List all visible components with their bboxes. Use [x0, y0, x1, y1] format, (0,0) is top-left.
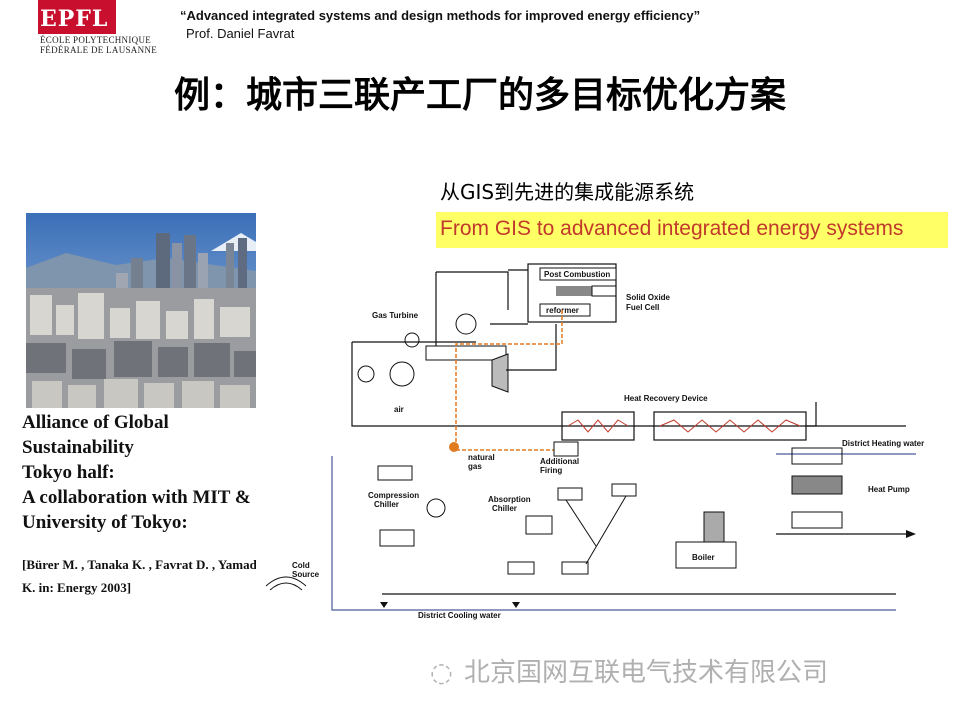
- caption-line: Tokyo half:: [22, 462, 115, 483]
- logo-school-line1: ÉCOLE POLYTECHNIQUE: [40, 35, 152, 45]
- citation-line: [Bürer M. , Tanaka K. , Favrat D. , Yama…: [22, 557, 264, 572]
- gas-turbine-label: Gas Turbine: [372, 311, 419, 320]
- citation-line: K. in: Energy 2003]: [22, 580, 132, 595]
- absorption-chiller-label-1: Absorption: [488, 495, 531, 504]
- energy-system-diagram: Post Combustion reformer Solid Oxide Fue…: [256, 250, 948, 622]
- compression-chiller-label-2: Chiller: [374, 500, 399, 509]
- compression-chiller-label-1: Compression: [368, 491, 419, 500]
- heat-pump-label: Heat Pump: [868, 485, 910, 494]
- subtitle-chinese: 从GIS到先进的集成能源系统: [440, 180, 695, 204]
- sofc-label-2: Fuel Cell: [626, 303, 659, 312]
- additional-firing-label-1: Additional: [540, 457, 579, 466]
- additional-firing-label-2: Firing: [540, 466, 562, 475]
- natural-gas-label-2: gas: [468, 462, 482, 471]
- heat-recovery-label: Heat Recovery Device: [624, 394, 708, 403]
- caption-line: Sustainability: [22, 437, 134, 458]
- district-heating-label: District Heating water: [842, 439, 924, 448]
- caption-line: Alliance of Global: [22, 412, 169, 433]
- natural-gas-label-1: natural: [468, 453, 495, 462]
- post-combustion-label: Post Combustion: [544, 270, 610, 279]
- cold-source-label-2: Source: [292, 570, 320, 579]
- talk-title: “Advanced integrated systems and design …: [180, 8, 701, 23]
- subtitle-english: From GIS to advanced integrated energy s…: [436, 212, 948, 248]
- wechat-icon: ◌: [430, 658, 453, 688]
- caption-line: University of Tokyo:: [22, 512, 188, 533]
- epfl-logo-text: EPFL: [40, 6, 109, 32]
- tokyo-skyline-photo: [26, 213, 256, 408]
- caption-line: A collaboration with MIT &: [22, 487, 251, 508]
- watermark-text: ◌ 北京国网互联电气技术有限公司: [430, 652, 828, 689]
- collaboration-caption: Alliance of Global Sustainability Tokyo …: [22, 410, 251, 535]
- epfl-logo: [38, 0, 116, 34]
- cold-source-label-1: Cold: [292, 561, 310, 570]
- absorption-chiller-label-2: Chiller: [492, 504, 517, 513]
- boiler-label: Boiler: [692, 553, 715, 562]
- watermark-company: 北京国网互联电气技术有限公司: [464, 658, 829, 688]
- talk-author: Prof. Daniel Favrat: [186, 26, 295, 41]
- citation: [Bürer M. , Tanaka K. , Favrat D. , Yama…: [22, 553, 263, 599]
- logo-school-line2: FÉDÉRALE DE LAUSANNE: [40, 45, 157, 55]
- sofc-label-1: Solid Oxide: [626, 293, 671, 302]
- district-cooling-label: District Cooling water: [418, 611, 501, 620]
- slide-title: 例：城市三联产工厂的多目标优化方案: [173, 75, 786, 116]
- air-label: air: [394, 405, 404, 414]
